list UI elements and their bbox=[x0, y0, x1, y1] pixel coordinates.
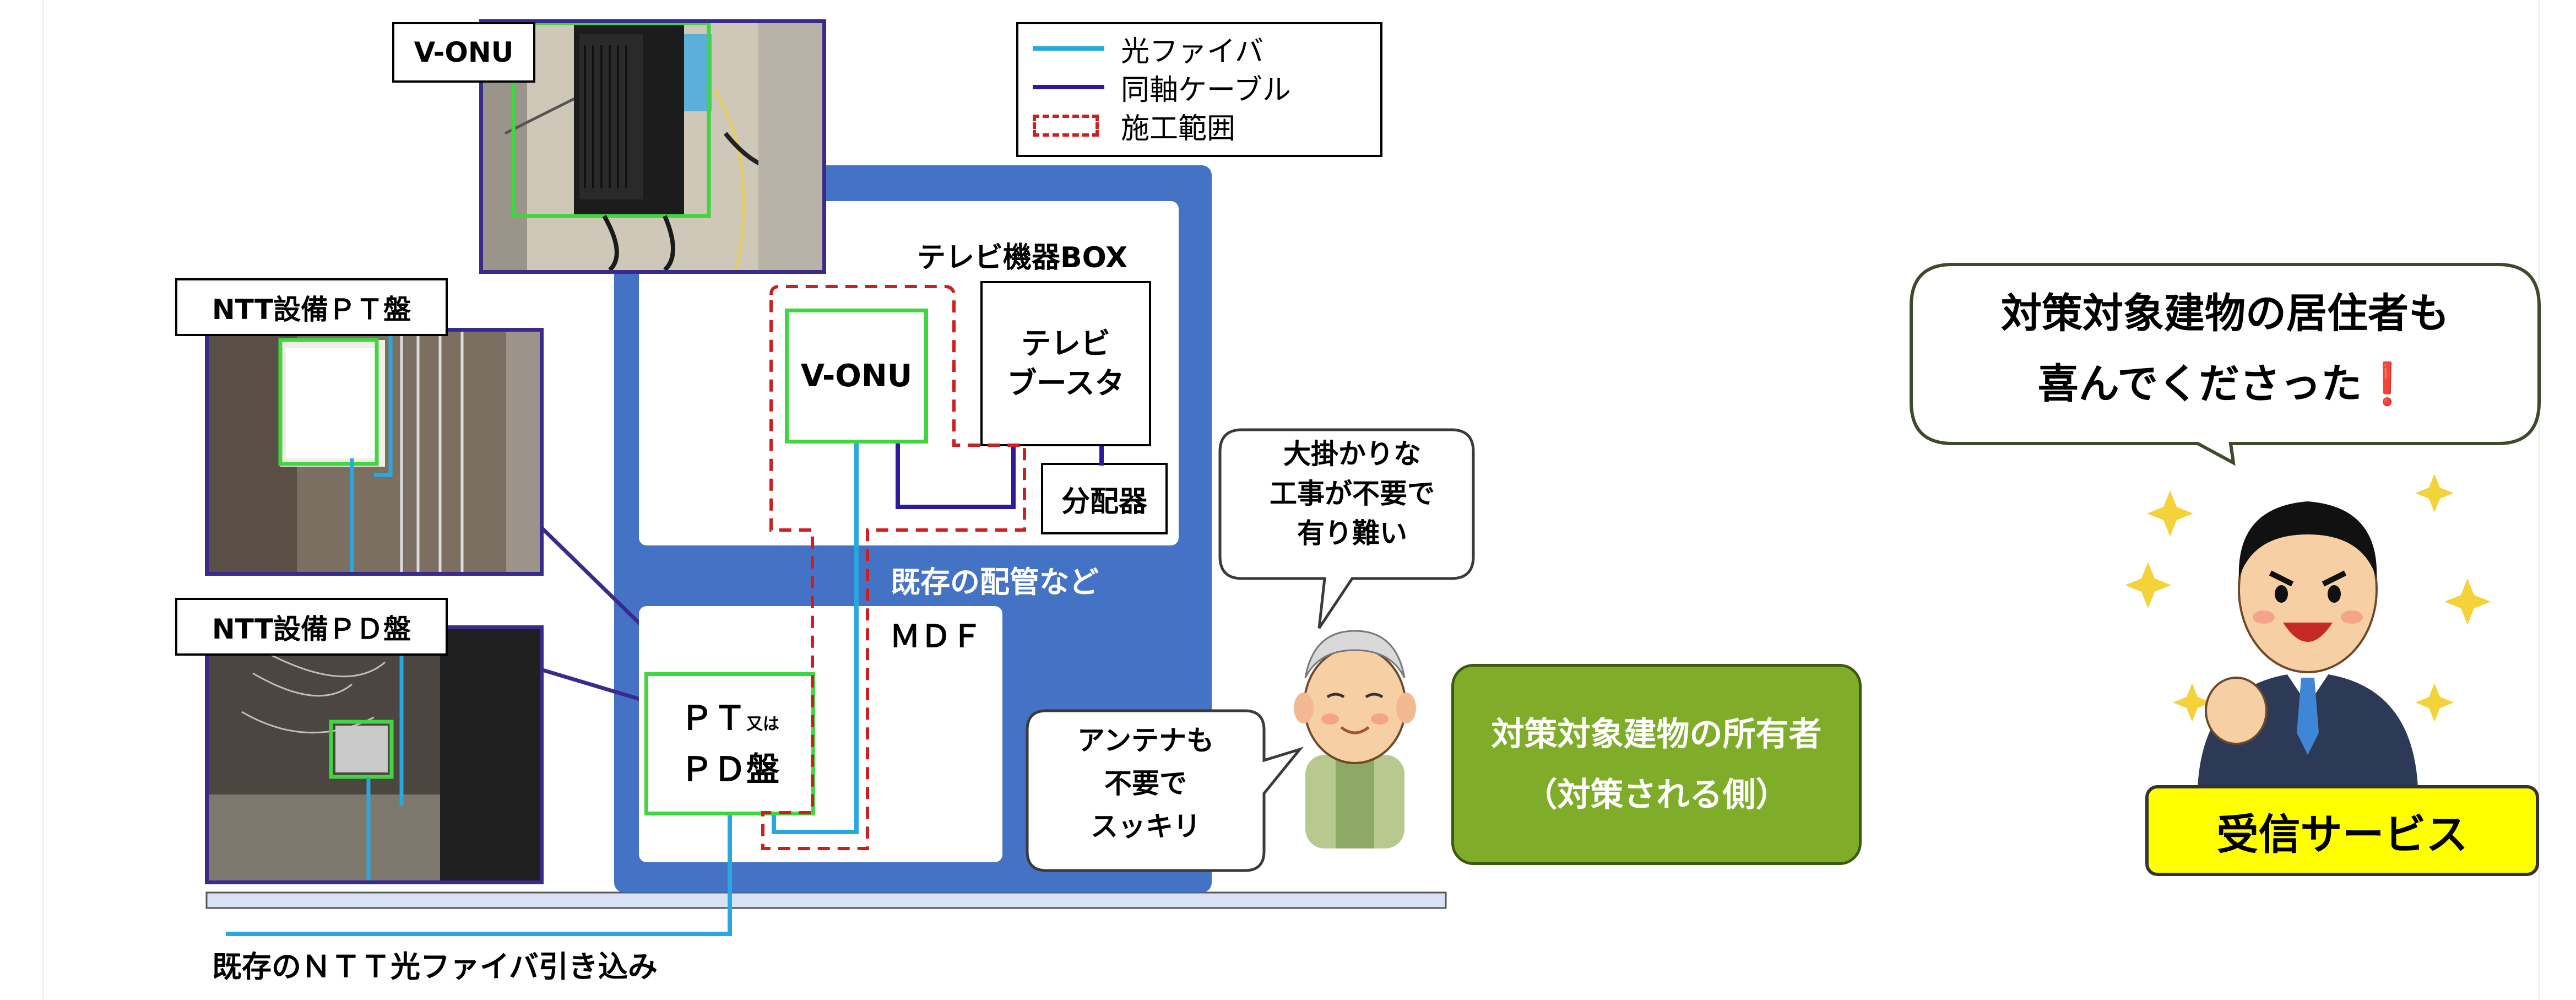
legend-item-scope: 施工範囲 bbox=[1033, 109, 1235, 145]
resident-line-1: 対策対象建物の居住者も bbox=[2001, 290, 2449, 337]
vonu-photo-image bbox=[483, 23, 822, 270]
legend-item-coax: 同軸ケーブル bbox=[1033, 71, 1291, 107]
ntt-fiber-incoming-label: 既存のＮＴＴ光ファイバ引き込み bbox=[212, 949, 658, 984]
legend-swatch-fiber bbox=[1033, 46, 1104, 51]
tv-equipment-box-title: テレビ機器BOX bbox=[917, 241, 1128, 274]
vonu-box: V-ONU bbox=[785, 309, 928, 444]
legend-item-fiber: 光ファイバ bbox=[1033, 32, 1263, 68]
reception-service-label: 受信サービス bbox=[2145, 785, 2539, 876]
construction-bubble-text: 大掛かりな 工事が不要で 有り難い bbox=[1220, 434, 1484, 553]
pd-photo-connector bbox=[530, 664, 643, 702]
legend-label-fiber: 光ファイバ bbox=[1121, 35, 1263, 68]
tv-booster-line2: ブースタ bbox=[1007, 366, 1125, 401]
conduit-label: 既存の配管など bbox=[891, 565, 1099, 599]
pd-panel-photo-label: NTT設備ＰＤ盤 bbox=[175, 598, 448, 656]
antenna-bubble-text: アンテナも 不要で スッキリ bbox=[1027, 719, 1264, 848]
or-label: 又は bbox=[746, 714, 779, 734]
resident-illustration bbox=[2126, 474, 2491, 788]
pt-panel-photo-label: NTT設備ＰＴ盤 bbox=[175, 278, 448, 336]
splitter-box: 分配器 bbox=[1041, 463, 1168, 534]
construction-line-2: 工事が不要で bbox=[1270, 478, 1435, 510]
antenna-bubble-shape bbox=[1026, 709, 1304, 872]
construction-line-3: 有り難い bbox=[1297, 517, 1407, 549]
owner-line-1: 対策対象建物の所有者 bbox=[1491, 715, 1822, 754]
pd-panel-label: ＰＤ盤 bbox=[680, 750, 779, 789]
vonu-photo bbox=[479, 19, 826, 274]
antenna-line-3: スッキリ bbox=[1091, 810, 1201, 842]
resident-line-2: 喜んでくださった❗ bbox=[1911, 349, 2539, 419]
resident-bubble-svg bbox=[1910, 263, 2541, 466]
pt-photo-connector bbox=[530, 516, 649, 633]
tv-booster-line1: テレビ bbox=[1021, 326, 1110, 361]
pt-panel-photo-image bbox=[209, 332, 540, 572]
pd-panel-photo bbox=[205, 625, 544, 884]
pt-pd-panel-box: ＰＴ又は ＰＤ盤 bbox=[644, 672, 815, 815]
mdf-label: ＭＤＦ bbox=[890, 619, 982, 655]
construction-bubble-shape bbox=[1218, 428, 1475, 629]
vonu-box-label: V-ONU bbox=[800, 358, 913, 394]
exclamation-icon: ❗ bbox=[2362, 360, 2413, 408]
construction-line-1: 大掛かりな bbox=[1283, 438, 1421, 470]
fiber-vonu-panel bbox=[772, 444, 859, 834]
legend-label-scope: 施工範囲 bbox=[1121, 112, 1236, 145]
pd-panel-photo-image bbox=[209, 629, 540, 880]
owner-label-box: 対策対象建物の所有者 （対策される側） bbox=[1451, 664, 1862, 865]
resident-bubble-text: 対策対象建物の居住者も 喜んでくださった❗ bbox=[1911, 278, 2539, 419]
sparkle-icons bbox=[2126, 474, 2491, 722]
pt-pd-line1: ＰＴ又は bbox=[680, 696, 779, 747]
ground-bar bbox=[205, 891, 1447, 909]
bubbles-svg bbox=[1218, 428, 1475, 629]
legend-label-coax: 同軸ケーブル bbox=[1121, 73, 1291, 107]
resident-bubble-shape bbox=[1910, 263, 2541, 466]
pt-label: ＰＴ bbox=[680, 699, 746, 738]
elderly-owner-illustration bbox=[1294, 630, 1416, 848]
reception-service-text: 受信サービス bbox=[2216, 809, 2468, 859]
owner-line-2: （対策される側） bbox=[1524, 775, 1789, 814]
splitter-label: 分配器 bbox=[1061, 485, 1147, 518]
antenna-line-2: 不要で bbox=[1104, 767, 1187, 799]
resident-line-2-text: 喜んでくださった bbox=[2037, 360, 2362, 408]
tv-booster-box: テレビ ブースタ bbox=[980, 281, 1151, 446]
pt-panel-photo bbox=[205, 328, 544, 576]
coax-vonu-splitter bbox=[896, 444, 1016, 509]
vonu-photo-label: V-ONU bbox=[392, 22, 535, 83]
antenna-bubble-svg bbox=[1026, 709, 1304, 872]
fiber-ntt-incoming bbox=[226, 815, 732, 936]
legend-swatch-coax bbox=[1033, 85, 1104, 89]
antenna-line-1: アンテナも bbox=[1077, 725, 1214, 756]
legend-swatch-scope bbox=[1033, 115, 1099, 137]
construction-scope bbox=[761, 285, 1026, 850]
